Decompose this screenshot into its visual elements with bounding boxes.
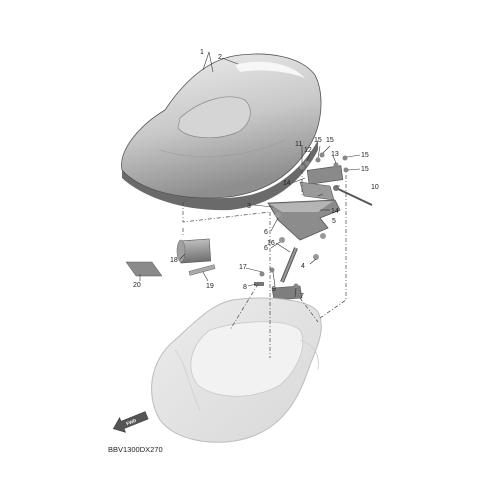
washer-6a xyxy=(275,212,281,218)
fastener-15b xyxy=(319,152,325,158)
callout-17: 17 xyxy=(239,264,247,271)
callout-5: 5 xyxy=(332,218,336,225)
callout-20: 20 xyxy=(133,282,141,289)
callout-18: 18 xyxy=(170,257,178,264)
fastener-15c xyxy=(342,155,348,161)
tool-19 xyxy=(188,264,216,276)
callout-8: 8 xyxy=(243,284,247,291)
gas-strut-16 xyxy=(280,247,298,283)
seat-highlight xyxy=(235,61,305,78)
seat-assembly xyxy=(121,53,322,211)
fastener-11 xyxy=(299,164,305,170)
lower-bracket-7 xyxy=(271,285,303,301)
bolt-17 xyxy=(259,271,265,277)
assembly-lines xyxy=(182,170,347,358)
hinge-bracket-assembly xyxy=(267,165,344,241)
bolt-9 xyxy=(269,267,275,273)
callout-15d: 15 xyxy=(361,166,369,173)
callout-12: 12 xyxy=(304,147,312,154)
fastener-12 xyxy=(304,160,310,166)
upper-bracket xyxy=(306,165,344,185)
callout-numbers: 1 2 3 4 5 6 6 7 8 9 10 11 12 13 14 14 15… xyxy=(133,49,379,300)
fastener-15d xyxy=(343,167,349,173)
nut-right xyxy=(293,283,299,289)
callout-3: 3 xyxy=(247,203,251,210)
callout-14b: 14 xyxy=(331,208,339,215)
bolt-8 xyxy=(254,282,264,286)
callout-10: 10 xyxy=(371,184,379,191)
storage-tray xyxy=(151,297,322,443)
forward-arrow-label: FWD xyxy=(126,418,138,427)
forward-arrow-icon: FWD xyxy=(112,411,149,433)
callout-11: 11 xyxy=(295,141,302,148)
washer-4 xyxy=(313,254,319,260)
leader-lines xyxy=(139,51,361,298)
callout-2: 2 xyxy=(218,54,222,61)
fastener-13 xyxy=(333,162,339,168)
washer-6b xyxy=(279,237,285,243)
callout-7: 7 xyxy=(300,293,304,300)
hinge-arm xyxy=(299,181,335,201)
bracket-top-face xyxy=(270,201,333,212)
callout-15b: 15 xyxy=(326,137,334,144)
fastener-15a xyxy=(315,157,321,163)
callout-1: 1 xyxy=(200,49,204,56)
seat-seam xyxy=(159,139,286,157)
washer-6c xyxy=(320,233,326,239)
callout-19: 19 xyxy=(206,283,214,290)
fasteners-top xyxy=(299,152,349,173)
callout-15a: 15 xyxy=(314,137,322,144)
tool-roll-18 xyxy=(176,238,212,264)
callout-6a: 6 xyxy=(264,229,268,236)
callout-14a: 14 xyxy=(283,180,291,187)
manual-20 xyxy=(125,261,163,277)
callout-15c: 15 xyxy=(361,152,369,159)
diagram-code: BBV1300DX270 xyxy=(108,445,163,454)
callout-4: 4 xyxy=(301,263,305,270)
callout-6b: 6 xyxy=(264,245,268,252)
bolt-10 xyxy=(333,185,373,206)
seat-passenger-hump xyxy=(177,96,251,139)
callout-13: 13 xyxy=(331,151,339,158)
callout-16: 16 xyxy=(267,240,275,247)
callout-9: 9 xyxy=(272,286,276,293)
